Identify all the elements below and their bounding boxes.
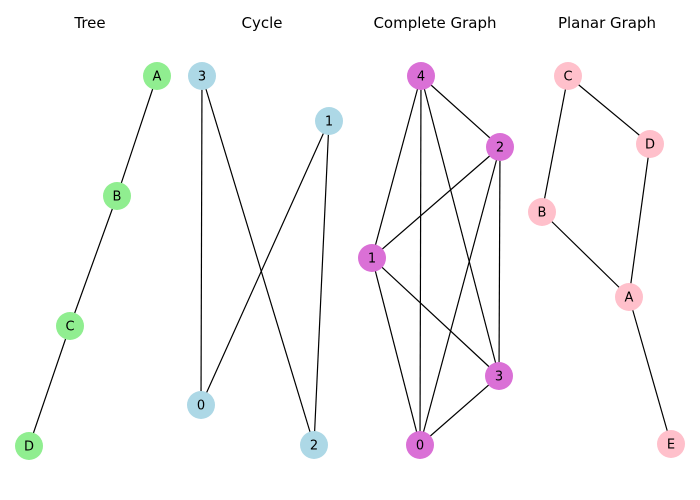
complete-graph-edge-1-3 [371, 257, 500, 377]
complete-graph-node-1 [358, 244, 386, 272]
complete-graph-edge-0-4 [419, 75, 422, 446]
cycle-node-3 [188, 62, 216, 90]
cycle-edge-3-0 [200, 75, 203, 406]
tree-title: Tree [73, 14, 105, 32]
tree-edge-B-C [69, 195, 118, 327]
planar-graph-edge-C-D [567, 75, 651, 145]
graph-planar-graph: C D B A E Planar Graph [528, 14, 685, 458]
planar-graph-edge-A-E [628, 296, 672, 445]
tree-node-label-B: B [113, 190, 122, 205]
complete-graph-edge-0-1 [371, 257, 421, 446]
planar-graph-node-A [615, 283, 643, 311]
tree-node-label-D: D [24, 440, 34, 455]
tree-node-A [143, 62, 171, 90]
cycle-node-label-0: 0 [197, 399, 205, 414]
planar-graph-edge-B-A [541, 211, 630, 298]
complete-graph-edge-0-3 [419, 375, 500, 446]
cycle-edge-2-3 [201, 75, 315, 446]
complete-graph-node-label-1: 1 [368, 252, 376, 267]
planar-graph-node-E [657, 430, 685, 458]
complete-graph-edge-1-4 [371, 75, 422, 259]
cycle-edge-1-2 [313, 120, 330, 446]
complete-graph-node-label-3: 3 [495, 370, 503, 385]
tree-node-C [56, 312, 84, 340]
planar-graph-node-C [554, 62, 582, 90]
planar-graph-node-label-B: B [538, 206, 547, 221]
complete-graph-node-0 [406, 431, 434, 459]
tree-node-label-C: C [65, 320, 74, 335]
complete-graph-edge-1-2 [371, 146, 501, 259]
tree-edge-A-B [116, 75, 158, 197]
complete-graph-title: Complete Graph [373, 14, 496, 32]
cycle-node-label-2: 2 [310, 439, 318, 454]
planar-graph-node-B [528, 198, 556, 226]
tree-node-B [103, 182, 131, 210]
complete-graph-edge-3-4 [420, 75, 500, 377]
planar-graph-title: Planar Graph [558, 14, 656, 32]
complete-graph-node-label-4: 4 [417, 70, 425, 85]
graph-complete-graph: 4 2 1 3 0 Complete Graph [358, 14, 514, 459]
cycle-node-0 [187, 391, 215, 419]
graph-cycle: 3 1 0 2 Cycle [187, 14, 343, 459]
complete-graph-node-label-2: 2 [496, 141, 504, 156]
cycle-node-1 [315, 107, 343, 135]
cycle-node-2 [300, 431, 328, 459]
tree-node-label-A: A [153, 70, 162, 85]
complete-graph-edge-0-2 [419, 146, 501, 446]
cycle-title: Cycle [242, 14, 283, 32]
planar-graph-edge-D-A [628, 143, 651, 298]
tree-node-D [15, 432, 43, 460]
planar-graph-node-D [636, 130, 664, 158]
complete-graph-edge-2-3 [498, 146, 501, 377]
graph-tree: A B C D Tree [15, 14, 171, 460]
cycle-node-label-1: 1 [325, 115, 333, 130]
planar-graph-node-label-A: A [625, 291, 634, 306]
cycle-edge-0-1 [200, 120, 330, 406]
complete-graph-node-label-0: 0 [416, 439, 424, 454]
cycle-node-label-3: 3 [198, 70, 206, 85]
complete-graph-node-3 [485, 362, 513, 390]
complete-graph-node-2 [486, 133, 514, 161]
planar-graph-node-label-D: D [645, 138, 655, 153]
complete-graph-edge-2-4 [420, 75, 501, 148]
tree-edge-C-D [28, 325, 71, 447]
complete-graph-node-4 [407, 62, 435, 90]
planar-graph-edge-C-B [541, 75, 569, 213]
planar-graph-node-label-C: C [563, 70, 572, 85]
planar-graph-node-label-E: E [667, 438, 675, 453]
